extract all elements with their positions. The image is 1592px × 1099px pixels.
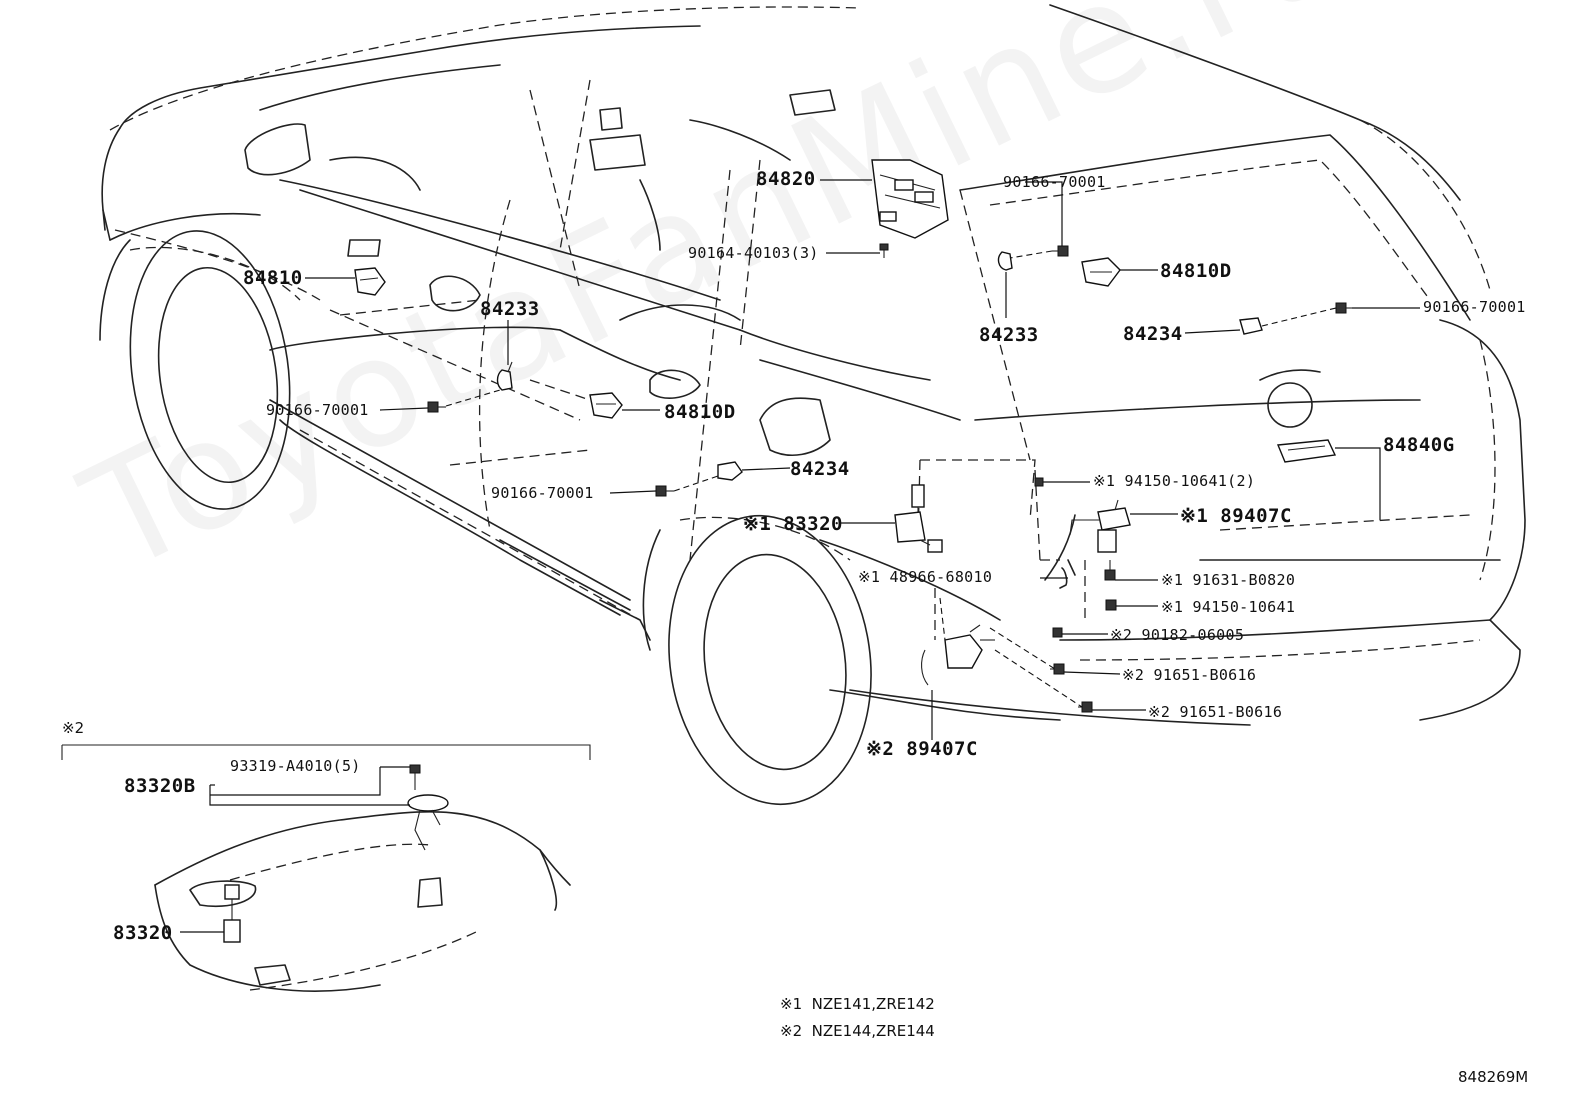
part-label-84233-front: 84233 (480, 298, 540, 320)
inset-mark: ※2 (62, 719, 85, 737)
part-label-91651-B0616-lower: ※2 91651-B0616 (1148, 703, 1283, 721)
part-label-90166-70001-lower: 90166-70001 (491, 484, 594, 502)
legend-row-2: ※2 NZE144,ZRE144 (780, 1024, 935, 1039)
part-shapes (354, 159, 1352, 713)
height-sensor-89407C-upper (1044, 499, 1131, 581)
part-label-83320B: 83320B (124, 775, 196, 797)
part-label-90182-06005: ※2 90182-06005 (1110, 626, 1245, 644)
legend-mark-1: ※1 (780, 995, 803, 1013)
part-label-84234-rear: 84234 (1123, 323, 1183, 345)
part-label-90166-70001-front: 90166-70001 (266, 401, 369, 419)
part-label-84840G: 84840G (1383, 434, 1455, 456)
diagram-id: 848269M (1458, 1068, 1529, 1086)
part-label-91651-B0616-upper: ※2 91651-B0616 (1122, 666, 1257, 684)
part-label-90166-70001-rear-top: 90166-70001 (1003, 173, 1106, 191)
legend-text-2: NZE144,ZRE144 (811, 1022, 935, 1040)
part-label-94150-10641: ※1 94150-10641 (1161, 598, 1296, 616)
part-label-83320-inset: 83320 (113, 922, 173, 944)
part-label-84810: 84810 (243, 267, 303, 289)
part-label-89407C-upper: ※1 89407C (1180, 505, 1292, 527)
legend-text-1: NZE141,ZRE142 (811, 995, 935, 1013)
part-label-90166-70001-rear-right: 90166-70001 (1423, 298, 1526, 316)
part-label-89407C-lower: ※2 89407C (866, 738, 978, 760)
part-label-93319-A4010: 93319-A4010(5) (230, 757, 361, 775)
window-switch-84820 (871, 159, 949, 239)
part-label-90164-40103: 90164-40103(3) (688, 244, 819, 262)
part-label-94150-10641-2: ※1 94150-10641(2) (1093, 472, 1256, 490)
part-label-91631-B0820: ※1 91631-B0820 (1161, 571, 1296, 589)
part-label-84234-front: 84234 (790, 458, 850, 480)
part-label-48966-68010: ※1 48966-68010 (858, 568, 993, 586)
inset-fuel-tank (61, 744, 591, 992)
car-body-outline (99, 4, 1526, 806)
height-sensor-89407C-lower (921, 624, 995, 686)
part-label-84810D-front: 84810D (664, 401, 736, 423)
part-label-83320: ※1 83320 (743, 513, 843, 535)
part-label-84810D-rear: 84810D (1160, 260, 1232, 282)
sensor-83320 (894, 484, 943, 553)
part-label-84233-rear: 84233 (979, 324, 1039, 346)
legend-mark-2: ※2 (780, 1022, 803, 1040)
legend-row-1: ※1 NZE141,ZRE142 (780, 997, 935, 1012)
leader-lines (305, 179, 1420, 740)
part-label-84820: 84820 (756, 168, 816, 190)
